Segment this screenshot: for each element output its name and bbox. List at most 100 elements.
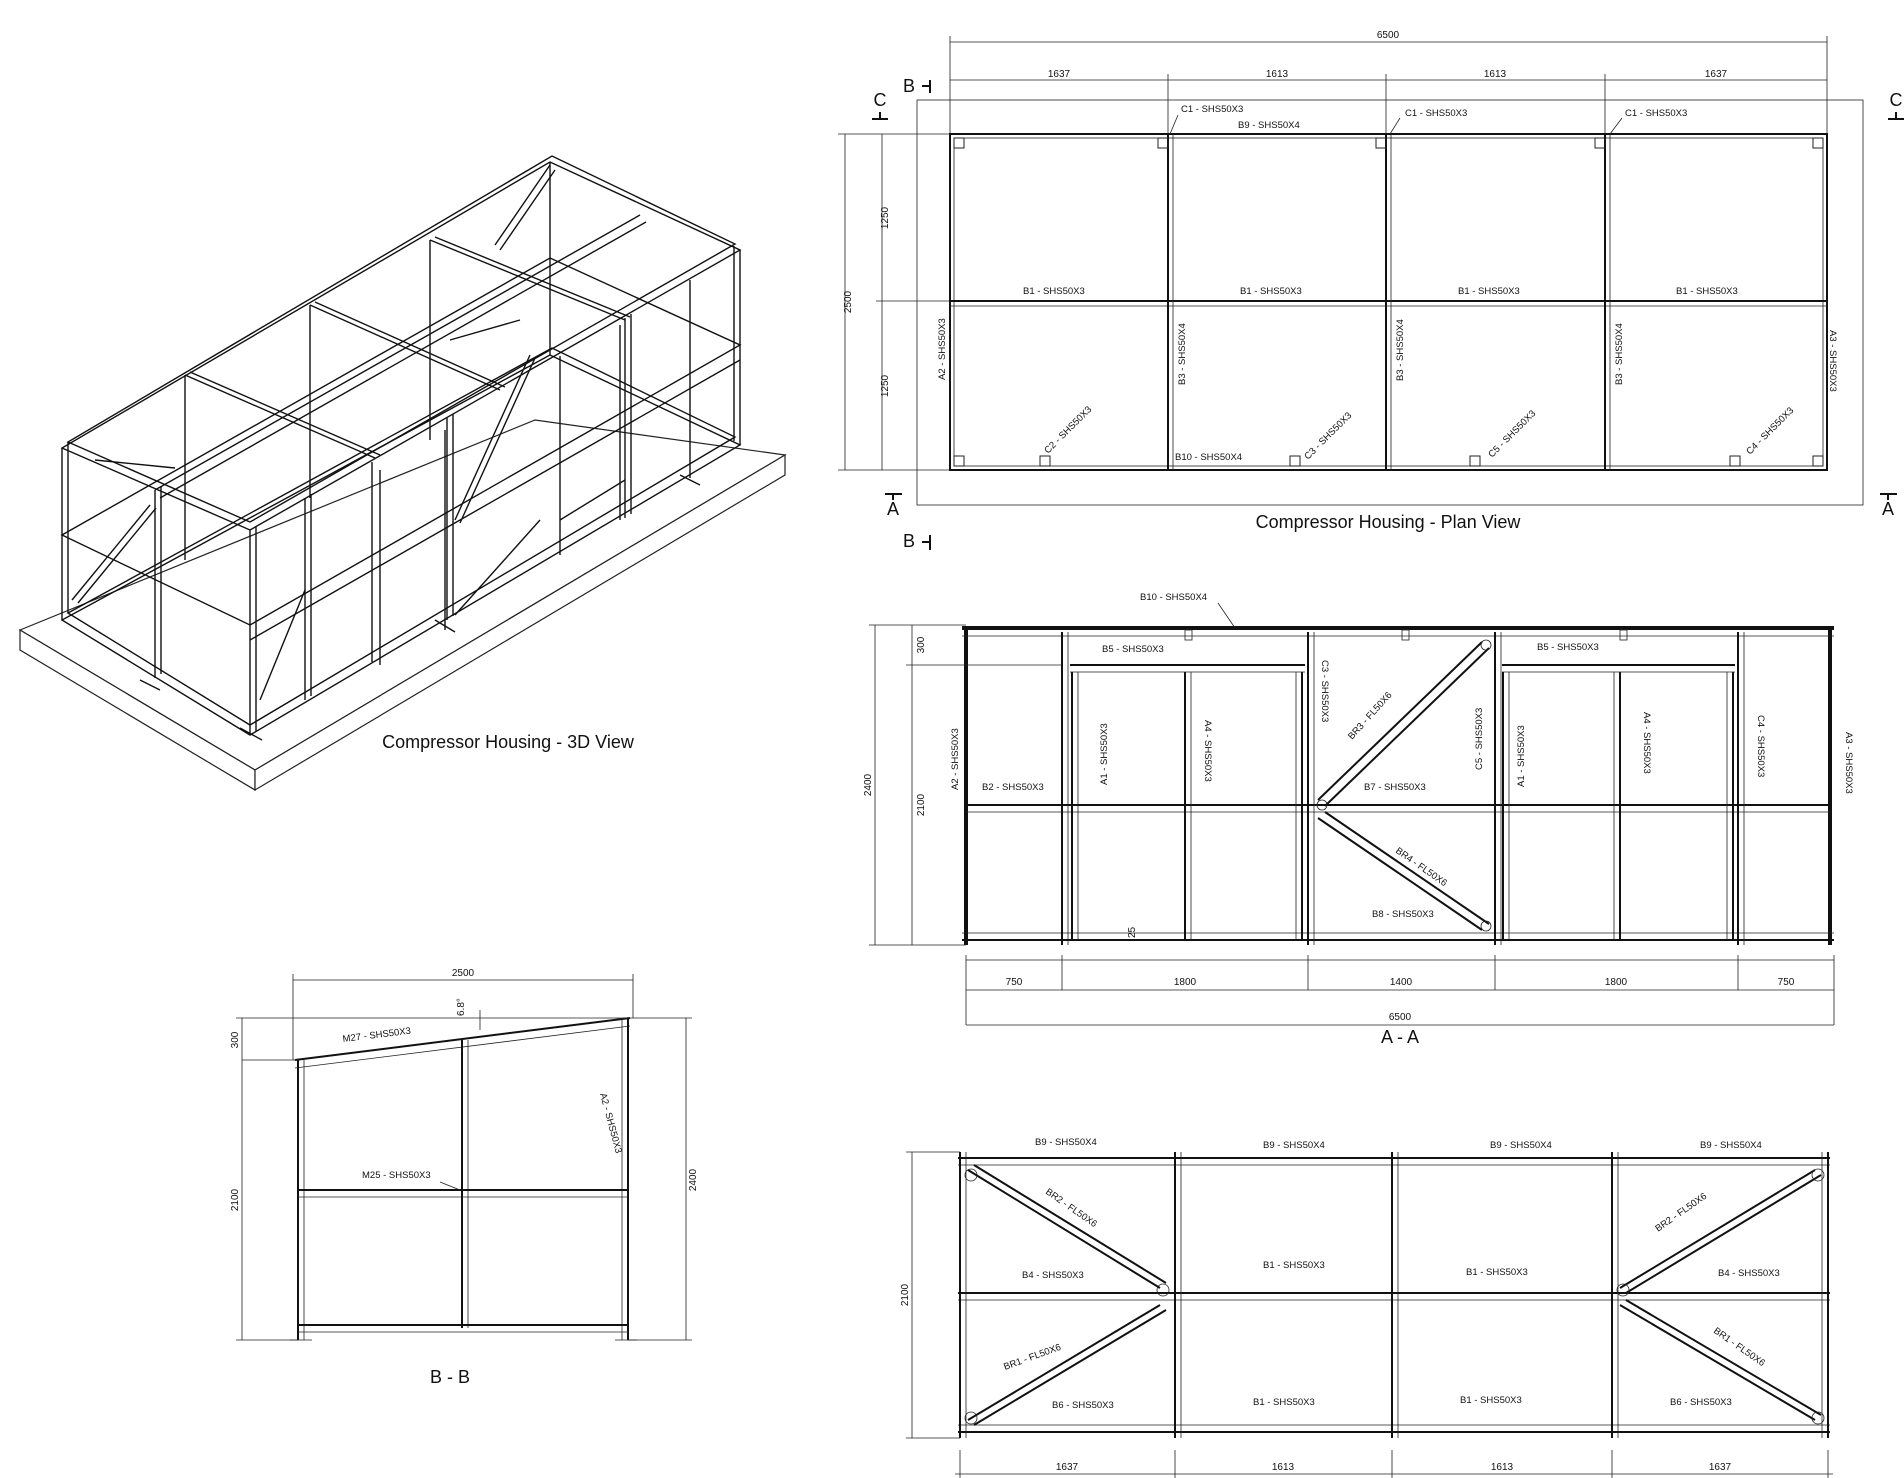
elev-label-b1-1: B1 - SHS50X3 bbox=[1263, 1260, 1325, 1271]
aa-label-b5-1: B5 - SHS50X3 bbox=[1102, 644, 1164, 655]
view3d-title: Compressor Housing - 3D View bbox=[382, 732, 635, 752]
plan-label-b10: B10 - SHS50X4 bbox=[1175, 452, 1242, 463]
aa-label-a1-2: A1 - SHS50X3 bbox=[1516, 725, 1527, 787]
plan-label-c1-1: C1 - SHS50X3 bbox=[1181, 104, 1243, 115]
elev-label-b9-2: B9 - SHS50X4 bbox=[1263, 1140, 1325, 1151]
plan-dim-depth-2: 1250 bbox=[880, 374, 891, 397]
plan-dim-total: 6500 bbox=[1377, 30, 1400, 41]
aa-label-b2: B2 - SHS50X3 bbox=[982, 782, 1044, 793]
elev-dim-height: 2100 bbox=[900, 1283, 911, 1306]
elevation-cc: 2100 1637 1613 1613 1637 B9 - SHS50X4 B9… bbox=[900, 1137, 1833, 1478]
marker-c-left: C bbox=[874, 90, 887, 110]
aa-label-br4: BR4 - FL50X6 bbox=[1393, 845, 1449, 889]
plan-label-c3: C3 - SHS50X3 bbox=[1302, 410, 1354, 462]
marker-c-right: C bbox=[1890, 90, 1903, 110]
plan-dim-depth-total: 2500 bbox=[843, 290, 854, 313]
elev-label-b4-1: B4 - SHS50X3 bbox=[1022, 1270, 1084, 1281]
plan-slab-outline bbox=[916, 99, 1864, 506]
plan-label-b9: B9 - SHS50X4 bbox=[1238, 120, 1300, 131]
plan-label-a3: A3 - SHS50X3 bbox=[1827, 330, 1838, 392]
elev-label-b6-2: B6 - SHS50X3 bbox=[1670, 1397, 1732, 1408]
elev-label-b9-3: B9 - SHS50X4 bbox=[1490, 1140, 1552, 1151]
plan-label-b3-2: B3 - SHS50X4 bbox=[1395, 319, 1406, 381]
aa-label-a3: A3 - SHS50X3 bbox=[1843, 732, 1854, 794]
plan-label-b1-3: B1 - SHS50X3 bbox=[1458, 286, 1520, 297]
elev-label-b1-2: B1 - SHS50X3 bbox=[1466, 1267, 1528, 1278]
bb-dim-angle: 6.8° bbox=[456, 998, 467, 1016]
elev-dim-bay-4: 1637 bbox=[1709, 1462, 1732, 1473]
plan-label-b3-1: B3 - SHS50X4 bbox=[1177, 323, 1188, 385]
elev-dim-bay-1: 1637 bbox=[1056, 1462, 1079, 1473]
plan-label-b3-3: B3 - SHS50X4 bbox=[1614, 323, 1625, 385]
plan-dim-bay-3: 1613 bbox=[1484, 69, 1507, 80]
section-bb: 2500 6.8° 300 2100 2400 M27 - SHS50X3 M2… bbox=[230, 968, 699, 1341]
plan-view: 6500 1637 1613 1613 1637 2500 1250 1250 … bbox=[838, 30, 1904, 551]
aa-label-b10: B10 - SHS50X4 bbox=[1140, 592, 1207, 603]
elev-label-b4-2: B4 - SHS50X3 bbox=[1718, 1268, 1780, 1279]
marker-a-right: A bbox=[1882, 499, 1894, 519]
aa-label-a4-2: A4 - SHS50X3 bbox=[1641, 712, 1652, 774]
aa-label-a1-1: A1 - SHS50X3 bbox=[1099, 723, 1110, 785]
plan-dim-bay-4: 1637 bbox=[1705, 69, 1728, 80]
bb-dim-right: 2400 bbox=[688, 1168, 699, 1191]
aa-dim-total: 6500 bbox=[1389, 1012, 1412, 1023]
aa-label-c3: C3 - SHS50X3 bbox=[1319, 660, 1330, 722]
aa-label-b8: B8 - SHS50X3 bbox=[1372, 909, 1434, 920]
plan-label-b1-1: B1 - SHS50X3 bbox=[1023, 286, 1085, 297]
plan-dim-bay-2: 1613 bbox=[1266, 69, 1289, 80]
bb-dim-width: 2500 bbox=[452, 968, 475, 979]
aa-title: A - A bbox=[1381, 1027, 1419, 1047]
iso-base-slab-side bbox=[254, 453, 786, 792]
plan-title: Compressor Housing - Plan View bbox=[1256, 512, 1522, 532]
iso-frame bbox=[60, 155, 742, 741]
elev-label-b1-4: B1 - SHS50X3 bbox=[1460, 1395, 1522, 1406]
elev-dim-bay-3: 1613 bbox=[1491, 1462, 1514, 1473]
marker-a-left: A bbox=[887, 499, 899, 519]
elev-label-b9-4: B9 - SHS50X4 bbox=[1700, 1140, 1762, 1151]
marker-b-bottom: B bbox=[903, 531, 915, 551]
aa-dim-2: 1800 bbox=[1174, 977, 1197, 988]
plan-label-c1-2: C1 - SHS50X3 bbox=[1405, 108, 1467, 119]
aa-label-b7: B7 - SHS50X3 bbox=[1364, 782, 1426, 793]
bb-title: B - B bbox=[430, 1367, 470, 1387]
bb-label-a2: A2 - SHS50X3 bbox=[597, 1092, 624, 1155]
aa-dim-3: 1400 bbox=[1390, 977, 1413, 988]
plan-dim-bay-1: 1637 bbox=[1048, 69, 1071, 80]
aa-dim-5: 750 bbox=[1778, 977, 1795, 988]
elev-label-b6-1: B6 - SHS50X3 bbox=[1052, 1400, 1114, 1411]
plan-label-b1-4: B1 - SHS50X3 bbox=[1676, 286, 1738, 297]
plan-label-b1-2: B1 - SHS50X3 bbox=[1240, 286, 1302, 297]
aa-dim-height-1: 300 bbox=[916, 636, 927, 653]
elev-dim-bay-2: 1613 bbox=[1272, 1462, 1295, 1473]
plan-section-markers: C C A A B B bbox=[872, 76, 1904, 551]
aa-dim-height-2: 2100 bbox=[916, 793, 927, 816]
aa-label-a2: A2 - SHS50X3 bbox=[950, 728, 961, 790]
aa-dim-small: 25 bbox=[1127, 926, 1138, 938]
aa-label-b5-2: B5 - SHS50X3 bbox=[1537, 642, 1599, 653]
aa-label-c5: C5 - SHS50X3 bbox=[1474, 708, 1485, 770]
plan-label-c1-3: C1 - SHS50X3 bbox=[1625, 108, 1687, 119]
plan-label-a2: A2 - SHS50X3 bbox=[937, 318, 948, 380]
plan-dim-depth-1: 1250 bbox=[880, 206, 891, 229]
plan-corner-plates bbox=[953, 137, 1824, 467]
isometric-view bbox=[18, 155, 787, 792]
bb-dim-left-1: 300 bbox=[230, 1031, 241, 1048]
marker-b-top: B bbox=[903, 76, 915, 96]
bb-label-m25: M25 - SHS50X3 bbox=[362, 1170, 431, 1181]
aa-dim-1: 750 bbox=[1006, 977, 1023, 988]
plan-label-c4: C4 - SHS50X3 bbox=[1744, 405, 1796, 457]
plan-label-c5: C5 - SHS50X3 bbox=[1486, 408, 1538, 460]
aa-dim-4: 1800 bbox=[1605, 977, 1628, 988]
elev-label-br2-2: BR2 - FL50X6 bbox=[1653, 1191, 1709, 1235]
elev-label-b9-1: B9 - SHS50X4 bbox=[1035, 1137, 1097, 1148]
elev-label-b1-3: B1 - SHS50X3 bbox=[1253, 1397, 1315, 1408]
aa-label-a4-1: A4 - SHS50X3 bbox=[1202, 720, 1213, 782]
bb-label-m27: M27 - SHS50X3 bbox=[342, 1026, 411, 1045]
section-aa: 750 1800 1400 1800 750 6500 2400 300 210… bbox=[863, 592, 1854, 1026]
elev-label-br2-1: BR2 - FL50X6 bbox=[1043, 1186, 1099, 1230]
plan-label-c2: C2 - SHS50X3 bbox=[1042, 404, 1094, 456]
aa-dim-height-total: 2400 bbox=[863, 773, 874, 796]
elev-label-br1-2: BR1 - FL50X6 bbox=[1711, 1325, 1767, 1369]
bb-dim-left-2: 2100 bbox=[230, 1188, 241, 1211]
